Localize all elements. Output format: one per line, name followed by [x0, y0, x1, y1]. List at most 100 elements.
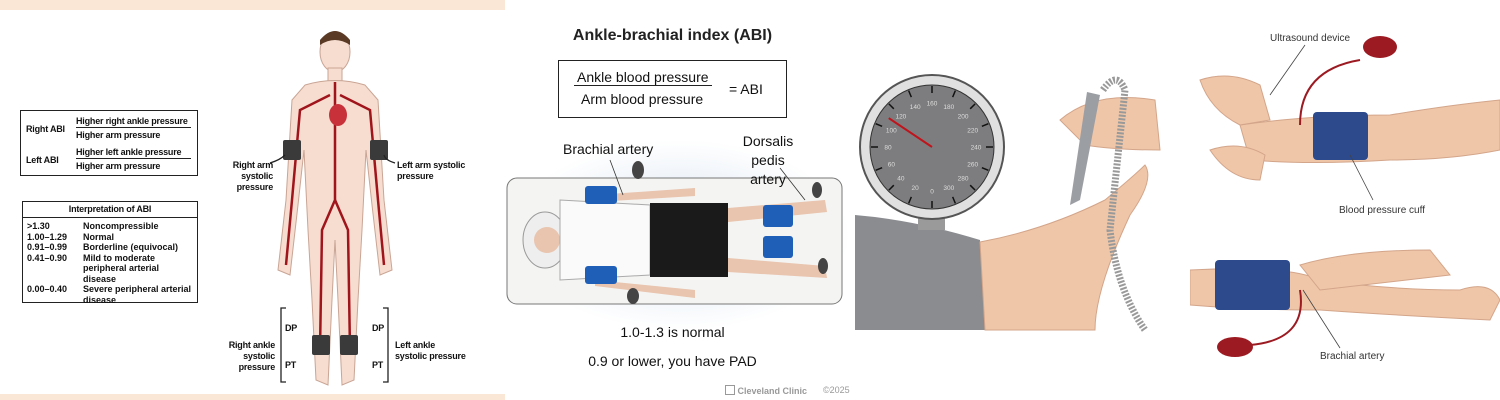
gauge-tick-label: 80 — [884, 145, 892, 152]
gauge-tick — [969, 103, 976, 110]
interpretation-row: >1.30 Noncompressible — [27, 221, 193, 232]
gauge-tick-label: 180 — [943, 104, 954, 111]
right-arm-cuff — [283, 140, 301, 160]
doppler-probe — [1070, 92, 1100, 205]
gauge-tick-label: 120 — [895, 113, 906, 120]
gauge-tick-label: 60 — [888, 161, 896, 168]
body-illustration — [269, 31, 396, 386]
abi-meaning: Severe peripheral arterial disease — [83, 284, 192, 305]
brachial-artery-label: Brachial artery — [563, 141, 654, 157]
bulb-bottom — [1217, 337, 1253, 357]
dorsalis-pedis-label: Dorsalis pedis artery — [742, 133, 794, 187]
patient-illustration — [506, 140, 850, 330]
left-arm-label: Left arm systolic pressure — [397, 160, 466, 181]
left-ankle-cuff — [340, 335, 358, 355]
denominator: Higher arm pressure — [76, 161, 161, 171]
bp-cuff-bottom — [1215, 260, 1290, 310]
right-ankle-label: Right ankle systolic pressure — [228, 340, 276, 372]
gauge-tick — [888, 103, 895, 110]
abi-meaning: Mild to moderate peripheral arterial dis… — [83, 252, 160, 284]
bulb-top — [1363, 36, 1397, 58]
gauge-doppler-panel: 0 20 40 60 80 100 120 140 160 180 200 220 240 260 280 3… — [855, 0, 1190, 400]
gauge-tick-label: 240 — [971, 145, 982, 152]
gauge-tick-label: 20 — [912, 185, 920, 192]
arm-cuff-upper — [585, 186, 617, 204]
gauge-tick — [981, 166, 989, 172]
interpretation-table: Interpretation of ABI >1.30 Noncompressib… — [22, 201, 198, 305]
dp-right: DP — [285, 323, 298, 333]
gauge-tick — [969, 184, 976, 191]
row-label: Right ABI — [26, 124, 65, 134]
abi-range: 1.00–1.29 — [27, 231, 68, 242]
bp-cuff-label: Blood pressure cuff — [1339, 205, 1425, 216]
left-ankle-label: Left ankle systolic pressure — [395, 340, 466, 361]
logo-icon — [725, 385, 735, 395]
gauge-tick-label: 220 — [967, 128, 978, 135]
gauge-tick-label: 200 — [958, 113, 969, 120]
brachial-artery-label: Brachial artery — [1320, 351, 1385, 362]
gauge-tick-label: 280 — [958, 176, 969, 183]
gauge-tick — [951, 90, 957, 98]
gauge-tick — [981, 122, 989, 128]
arm-measurement-panel: Ultrasound device Blood pressure cuff Br… — [1190, 0, 1500, 400]
abi-range: 0.91–0.99 — [27, 242, 68, 252]
gauge-illustration: 0 20 40 60 80 100 120 140 160 180 200 220 240 260 280 3… — [855, 74, 1161, 333]
gauge-tick — [888, 184, 895, 191]
logo-text: Cleveland Clinic — [737, 386, 808, 396]
copyright: ©2025 — [823, 385, 850, 395]
abi-meaning: Normal — [83, 231, 115, 242]
interpretation-row: 0.91–0.99 Borderline (equivocal) — [27, 242, 193, 253]
bp-cuff-top — [1313, 112, 1368, 160]
gauge-tick-label: 300 — [943, 185, 954, 192]
ankle-cuff-lower — [763, 236, 793, 258]
pad-note: 0.9 or lower, you have PAD — [588, 353, 757, 369]
abi-formula-box: Ankle blood pressure Arm blood pressure … — [558, 60, 787, 118]
abi-meaning: Borderline (equivocal) — [83, 242, 179, 252]
formula-denominator: Arm blood pressure — [581, 91, 704, 107]
arm-illustration — [1190, 36, 1500, 357]
abi-range: >1.30 — [27, 221, 50, 231]
right-ankle-cuff — [312, 335, 330, 355]
gauge-tick — [951, 196, 957, 204]
cuff — [855, 215, 985, 330]
gauge-tick-label: 260 — [967, 161, 978, 168]
gauge-tick-label: 140 — [910, 104, 921, 111]
interpretation-row: 0.41–0.90 Mild to moderate peripheral art… — [27, 253, 193, 285]
numerator: Higher right ankle pressure — [76, 116, 191, 128]
interpretation-row: 0.00–0.40 Severe peripheral arterial dise… — [27, 284, 193, 305]
arm-cuff-lower — [585, 266, 617, 284]
dp-left: DP — [372, 323, 385, 333]
gauge-tick — [875, 122, 883, 128]
gauge-tick-label: 160 — [927, 101, 938, 108]
ankle-cuff-upper — [763, 205, 793, 227]
interpretation-title: Interpretation of ABI — [23, 202, 197, 218]
gauge-tick — [907, 196, 913, 204]
abi-range: 0.00–0.40 — [27, 284, 68, 294]
panel-title: Ankle-brachial index (ABI) — [572, 27, 773, 44]
formula-numerator: Ankle blood pressure — [574, 69, 712, 86]
abi-formula-table: Right ABI Higher right ankle pressure Hi… — [20, 110, 198, 176]
pt-right: PT — [285, 360, 297, 370]
formula-result: = ABI — [729, 81, 763, 97]
gauge-tick-label: 100 — [886, 128, 897, 135]
right-arm-label: Right arm systolic pressure — [232, 160, 273, 192]
gauge-ticks: 0 20 40 60 80 100 120 140 160 180 200 220 240 260 280 3… — [871, 86, 993, 208]
abi-meaning: Noncompressible — [83, 221, 159, 231]
gauge-tick — [907, 90, 913, 98]
top-band — [0, 0, 505, 10]
abi-range: 0.41–0.90 — [27, 252, 68, 263]
interpretation-row: 1.00–1.29 Normal — [27, 232, 193, 243]
cleveland-clinic-logo: Cleveland Clinic — [725, 385, 807, 396]
numerator: Higher left ankle pressure — [76, 147, 191, 159]
bottom-band — [0, 394, 505, 400]
normal-range-note: 1.0-1.3 is normal — [620, 324, 725, 340]
ultrasound-device-label: Ultrasound device — [1270, 33, 1351, 44]
gauge-tick — [875, 166, 883, 172]
row-label: Left ABI — [26, 155, 59, 165]
denominator: Higher arm pressure — [76, 130, 161, 140]
gauge-tick-label: 40 — [897, 176, 905, 183]
gauge-needle — [888, 117, 933, 148]
cleveland-abi-panel: Ankle-brachial index (ABI) Ankle blood p… — [505, 0, 855, 400]
gauge-tick-label: 0 — [930, 189, 934, 196]
